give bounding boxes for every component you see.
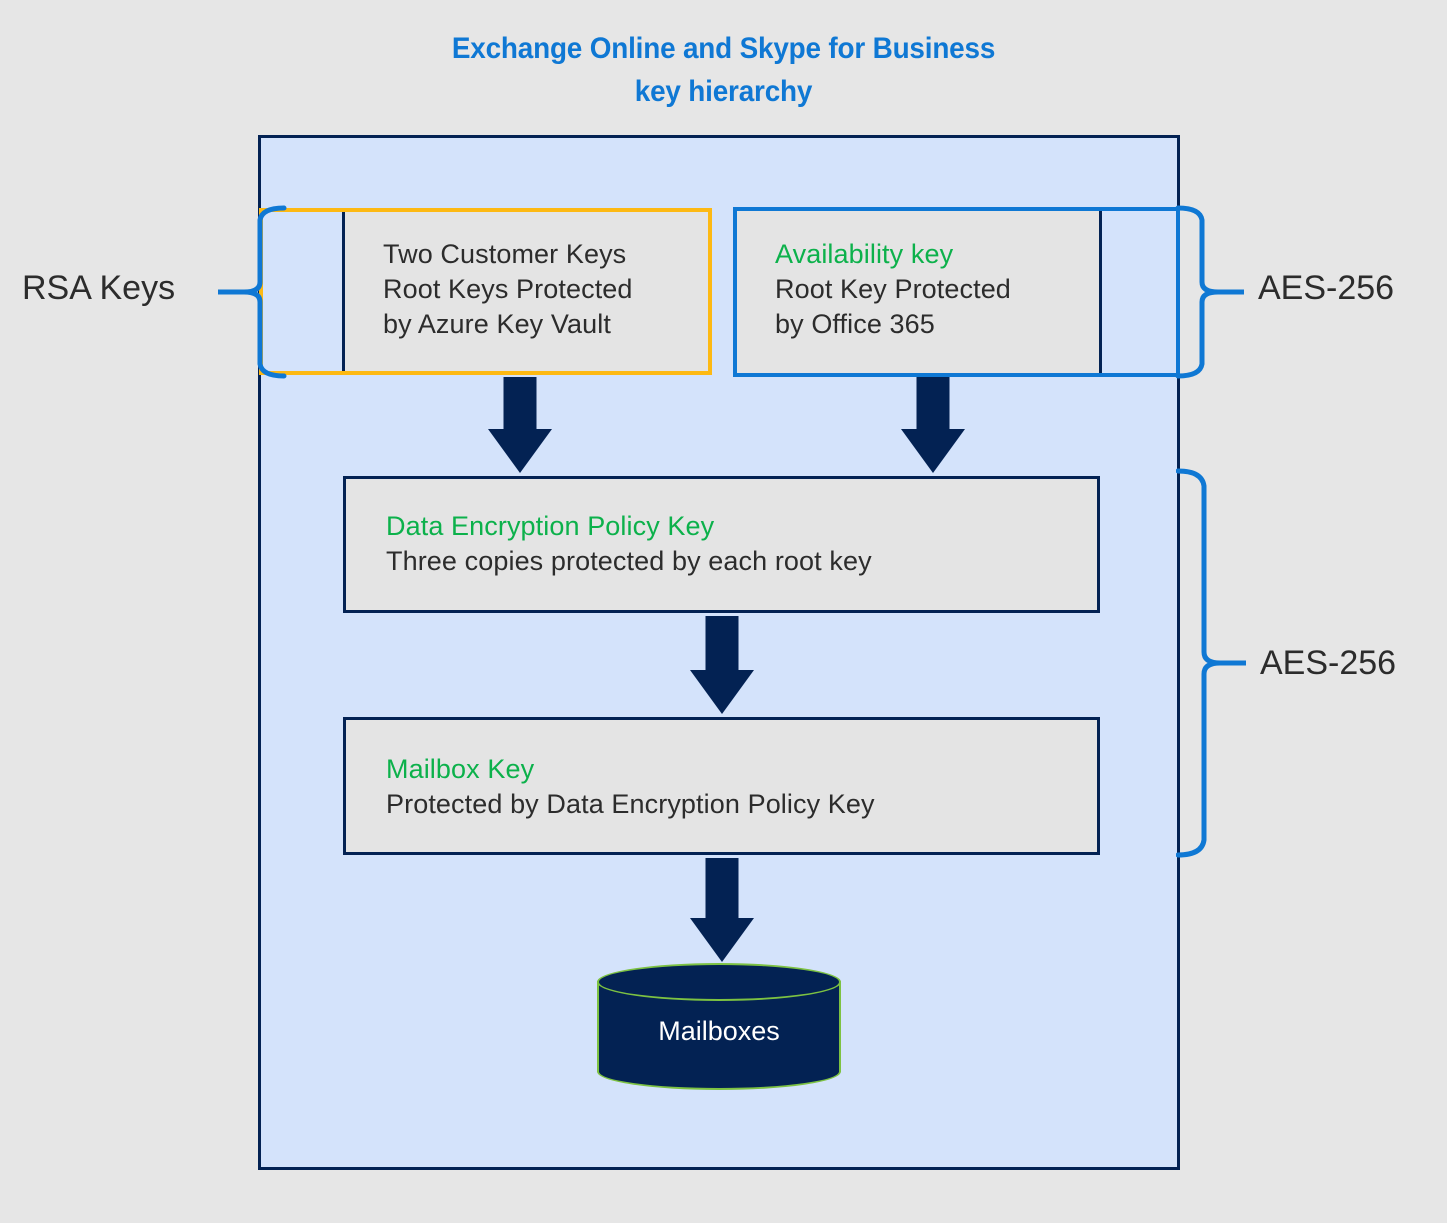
availability-key-right-divider — [1099, 209, 1102, 373]
arrow-mailbox-key-to-mailboxes — [690, 858, 754, 964]
customer-keys-line-2: Root Keys Protected — [383, 274, 633, 304]
rsa-keys-label: RSA Keys — [22, 269, 176, 307]
arrow-head — [690, 670, 754, 714]
mailbox-key-heading: Mailbox Key — [386, 754, 535, 784]
availability-key-line-2: Root Key Protected — [775, 274, 1011, 304]
arrow-shaft — [705, 858, 739, 920]
mailboxes-label: Mailboxes — [658, 1016, 780, 1046]
arrow-head — [488, 429, 552, 473]
availability-key-line-3: by Office 365 — [775, 309, 935, 339]
customer-keys-heading: Two Customer Keys — [383, 237, 711, 272]
customer-keys-box: Two Customer Keys Root Keys Protected by… — [343, 209, 711, 373]
mailboxes-database-cylinder: Mailboxes — [597, 963, 841, 1090]
aes-256-bottom-label: AES-256 — [1260, 644, 1397, 682]
arrow-head — [901, 429, 965, 473]
aes-256-top-brace — [1175, 205, 1244, 379]
arrow-customer-keys-to-dep-key — [488, 377, 552, 473]
arrow-shaft — [503, 377, 537, 431]
aes-256-bottom-brace — [1176, 468, 1246, 858]
mailbox-key-box: Mailbox Key Protected by Data Encryption… — [343, 717, 1100, 855]
data-encryption-policy-key-box: Data Encryption Policy Key Three copies … — [343, 476, 1100, 613]
rsa-keys-brace — [218, 205, 287, 379]
title-line-1: Exchange Online and Skype for Business — [451, 32, 996, 65]
arrow-shaft — [705, 616, 739, 672]
availability-key-heading: Availability key — [775, 239, 954, 269]
customer-keys-line-3: by Azure Key Vault — [383, 309, 611, 339]
arrow-head — [690, 918, 754, 962]
aes-256-top-label: AES-256 — [1258, 269, 1395, 307]
customer-keys-left-divider — [342, 209, 345, 373]
availability-key-box: Availability key Root Key Protected by O… — [735, 209, 1100, 373]
customer-keys-heading-accent: Customer Keys — [440, 239, 627, 269]
arrow-dep-key-to-mailbox-key — [690, 616, 754, 716]
title-line-2: key hierarchy — [634, 74, 813, 108]
customer-keys-heading-prefix: Two — [383, 239, 441, 269]
dep-key-line-2: Three copies protected by each root key — [386, 546, 872, 576]
cylinder-top-ellipse — [597, 963, 841, 1001]
arrow-availability-key-to-dep-key — [901, 377, 965, 473]
dep-key-heading: Data Encryption Policy Key — [386, 511, 715, 541]
mailbox-key-line-2: Protected by Data Encryption Policy Key — [386, 789, 875, 819]
page-title: Exchange Online and Skype for Business k… — [51, 28, 1397, 113]
arrow-shaft — [916, 377, 950, 431]
